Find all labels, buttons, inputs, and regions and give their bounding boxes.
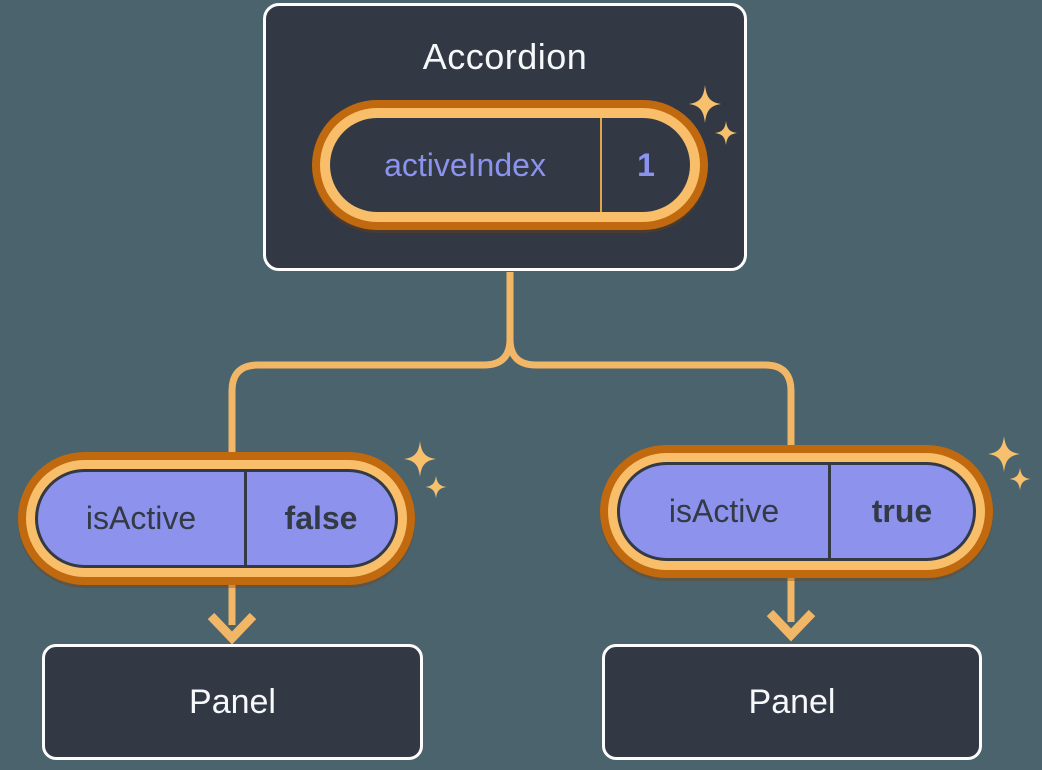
state-pill-activeindex: activeIndex 1 [312, 100, 708, 230]
state-pill-body: activeIndex 1 [330, 118, 690, 212]
accordion-title: Accordion [422, 36, 588, 77]
state-pill-ring: activeIndex 1 [320, 108, 700, 222]
arrowhead-icon [766, 609, 816, 642]
sparkles-group [988, 436, 1031, 491]
panel-node-left: Panel [42, 644, 423, 760]
prop-pill-isactive-false: isActive false [18, 452, 415, 585]
arrowhead-icon [207, 612, 257, 645]
prop-pill-isactive-true: isActive true [600, 445, 993, 578]
state-value: 1 [637, 146, 655, 183]
state-name: activeIndex [384, 146, 546, 183]
pill-divider [600, 118, 602, 212]
pill-divider [828, 465, 831, 558]
sparkle-icon [404, 441, 436, 477]
pill-divider [244, 472, 247, 565]
panel-title-right: Panel [748, 682, 836, 721]
prop-pill-ring: isActive false [26, 460, 407, 577]
sparkle-icon [988, 436, 1020, 472]
prop-name-right: isActive [668, 493, 780, 529]
panel-node-right: Panel [602, 644, 982, 760]
prop-value-left: false [284, 500, 358, 536]
prop-pill-body: isActive true [617, 462, 976, 561]
prop-value-right: true [871, 493, 933, 529]
prop-pill-ring: isActive true [608, 453, 985, 570]
sparkle-icon [1009, 467, 1031, 491]
panel-title-left: Panel [189, 682, 276, 721]
sparkle-icon [425, 475, 447, 499]
prop-name-left: isActive [85, 500, 197, 536]
prop-pill-body: isActive false [35, 469, 398, 568]
